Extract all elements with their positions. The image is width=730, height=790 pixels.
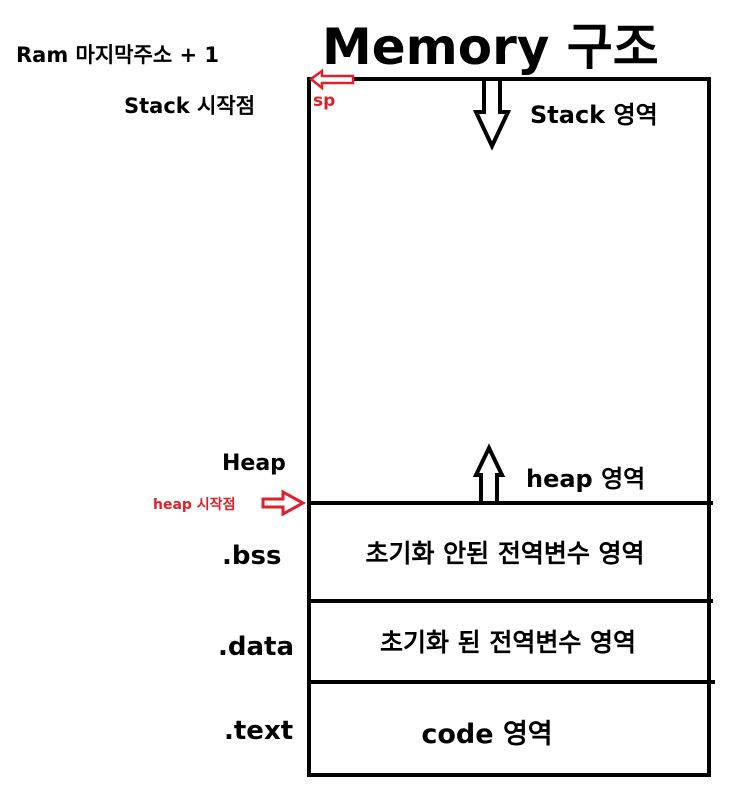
segment-name-text: .text xyxy=(224,716,293,746)
memory-box xyxy=(307,77,711,777)
heap-growth-up-arrow-icon xyxy=(472,443,506,505)
sp-label: sp xyxy=(313,91,335,111)
segment-desc-data: 초기화 된 전역변수 영역 xyxy=(380,628,636,657)
heap-label: Heap xyxy=(222,451,286,476)
stack-region-label: Stack 영역 xyxy=(530,101,658,129)
segment-name-data: .data xyxy=(218,632,294,662)
stack-pointer-arrow-icon xyxy=(308,68,355,91)
title: Memory 구조 xyxy=(322,18,659,76)
heap-region-label: heap 영역 xyxy=(526,465,645,493)
stack-growth-down-arrow-icon xyxy=(472,77,512,151)
segment-name-bss: .bss xyxy=(222,541,281,571)
segment-desc-text: code 영역 xyxy=(421,719,552,750)
heap-start-label: heap 시작점 xyxy=(153,496,235,513)
top-address-label: Ram 마지막주소 + 1 xyxy=(16,43,219,67)
heap-start-arrow-icon xyxy=(261,489,307,517)
stack-start-label: Stack 시작점 xyxy=(124,94,255,118)
segment-desc-bss: 초기화 안된 전역변수 영역 xyxy=(365,539,644,568)
